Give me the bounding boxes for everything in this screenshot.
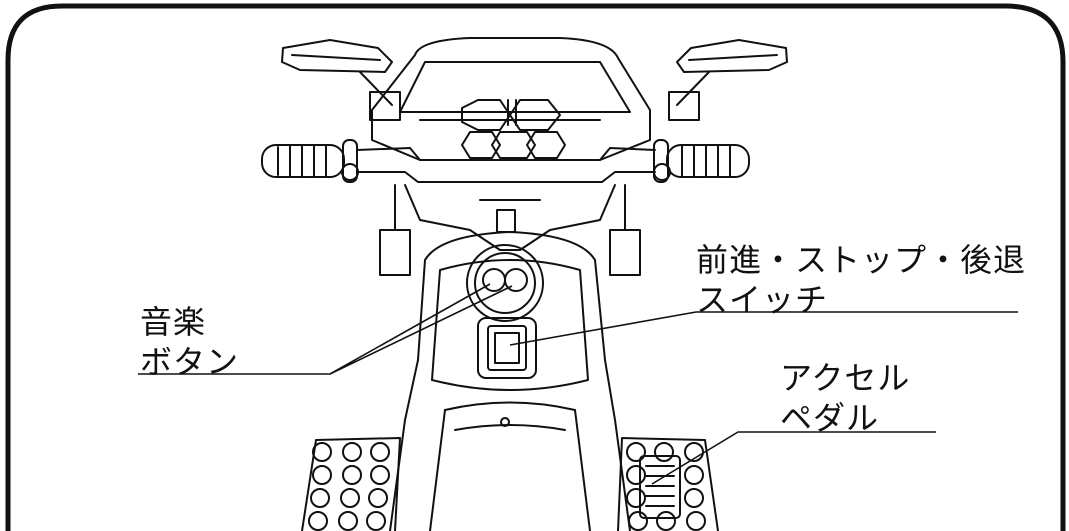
music-button-label: 音楽 ボタン <box>140 302 239 382</box>
right-footrest <box>617 437 719 531</box>
diagram-frame <box>5 3 1066 531</box>
headlight-cowl <box>371 37 651 161</box>
music-button-housing <box>466 244 544 322</box>
direction-switch-label: 前進・ストップ・後退 スイッチ <box>696 240 1026 320</box>
left-footrest <box>301 437 401 531</box>
accelerator-pedal-label-line1: アクセル <box>780 359 911 397</box>
direction-switch-housing <box>477 317 537 379</box>
direction-switch-label-line2: スイッチ <box>696 281 829 319</box>
accelerator-pedal <box>639 455 681 519</box>
music-button-label-line2: ボタン <box>140 343 240 381</box>
left-grip <box>261 139 358 183</box>
front-fork <box>379 184 641 276</box>
right-grip <box>653 139 750 183</box>
music-leader-line <box>138 283 513 375</box>
direction-switch-label-line1: 前進・ストップ・後退 <box>696 241 1027 279</box>
music-button-label-line1: 音楽 <box>140 303 207 341</box>
switch-leader-line <box>509 311 1018 346</box>
hexagon-panel <box>461 99 511 131</box>
left-mirror <box>281 39 401 121</box>
accelerator-pedal-label-line2: ペダル <box>780 399 880 437</box>
right-mirror <box>668 39 788 121</box>
body <box>389 231 631 531</box>
accelerator-pedal-label: アクセル ペダル <box>780 358 910 438</box>
accel-leader-line <box>651 431 936 485</box>
